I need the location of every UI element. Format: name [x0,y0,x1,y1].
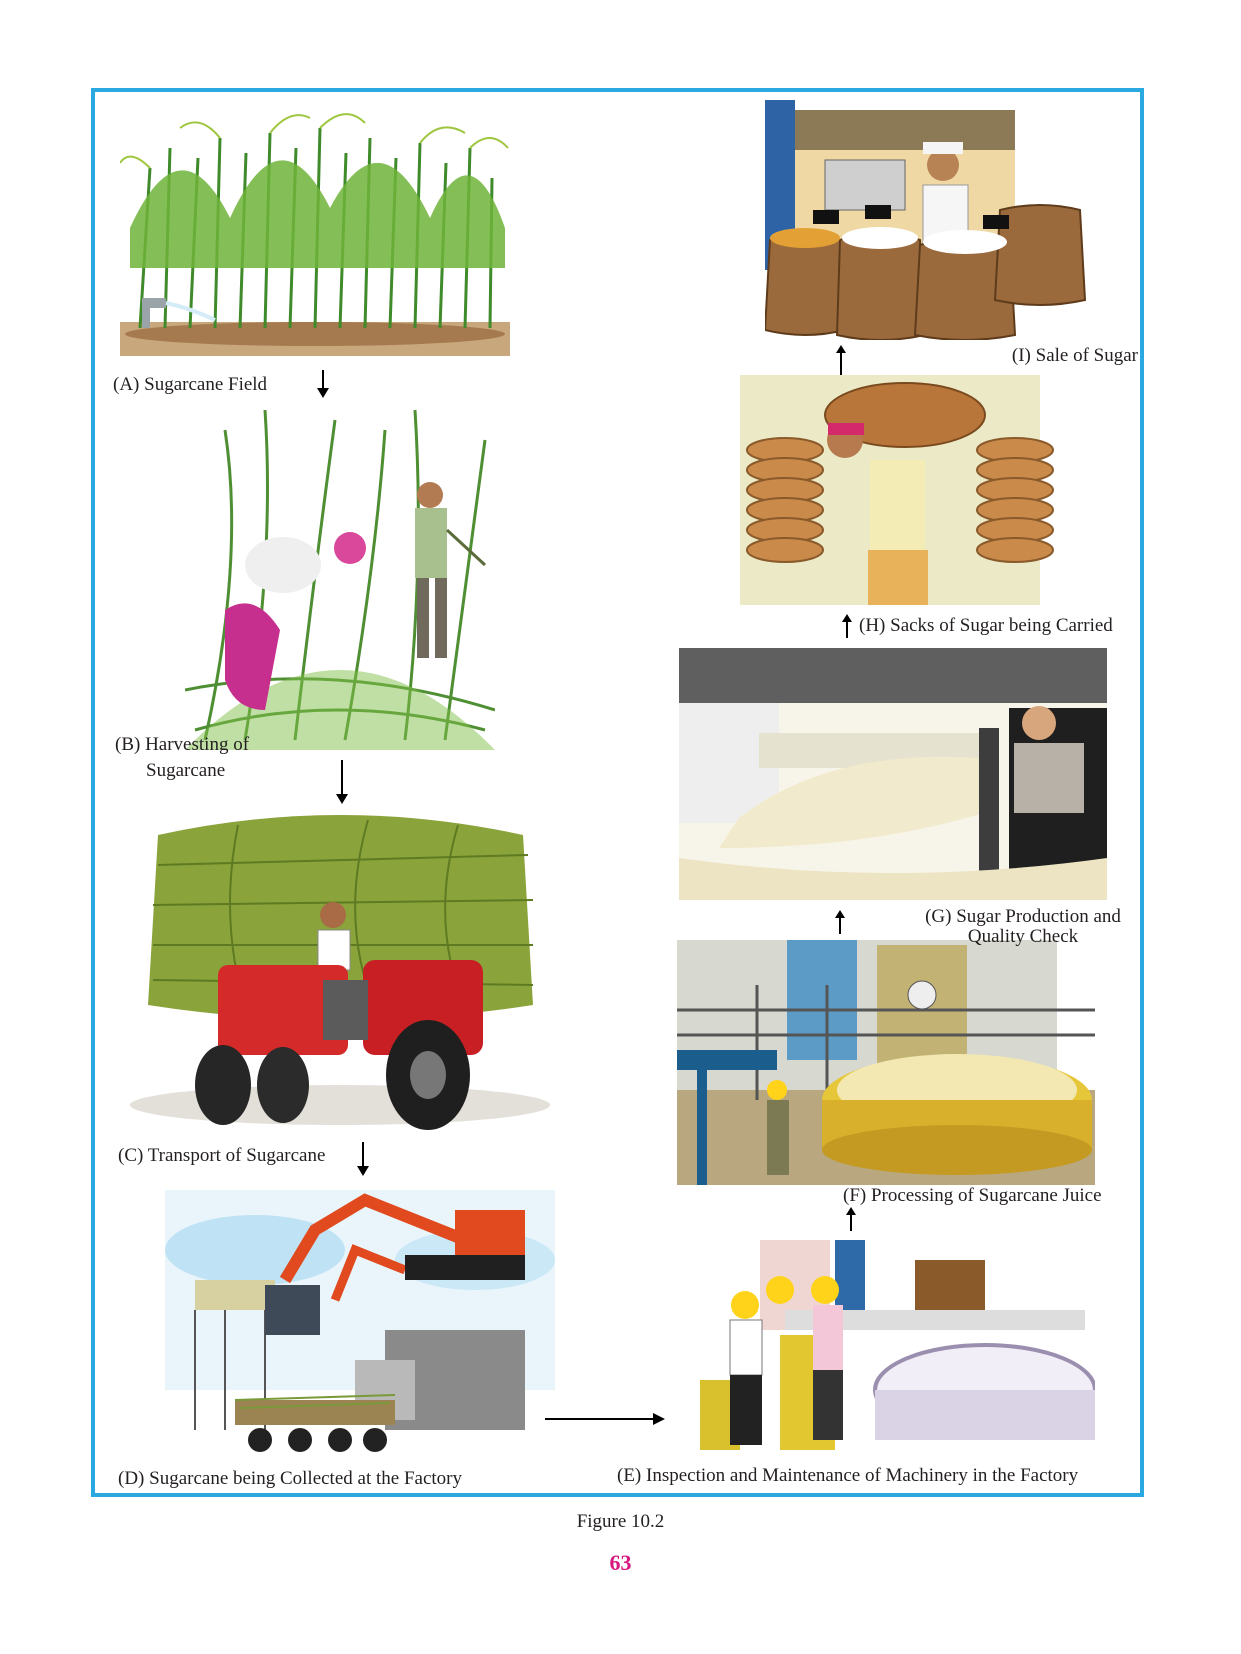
caption-a: (A) Sugarcane Field [113,374,268,395]
caption-g-line1: (G) Sugar Production and [925,906,1121,927]
caption-e: (E) Inspection and Maintenance of Machin… [617,1465,1079,1486]
sugar-shop-illustration [765,100,1095,340]
caption-d: (D) Sugarcane being Collected at the Fac… [118,1468,462,1489]
arrow-up-icon [836,345,846,375]
caption-g-line2: Quality Check [967,926,1079,947]
arrow-up-icon [846,1207,856,1231]
harvesting-illustration [185,410,495,750]
juice-processing-illustration [677,940,1095,1185]
arrow-up-icon [842,614,852,638]
sugar-production-illustration [679,648,1107,900]
caption-f: (F) Processing of Sugarcane Juice [843,1185,1102,1206]
figure-label: Figure 10.2 [576,1511,665,1532]
page-number: 63 [609,1550,632,1575]
caption-h: (H) Sacks of Sugar being Carried [859,615,1113,636]
arrow-down-icon [336,760,348,804]
tractor-transport-illustration [128,805,553,1135]
caption-c: (C) Transport of Sugarcane [118,1145,326,1166]
crane-loading-illustration [165,1190,555,1455]
arrow-down-icon [357,1142,369,1176]
arrow-down-icon [317,370,329,398]
sacks-carried-illustration [740,375,1070,605]
caption-b-line1: (B) Harvesting of [115,734,250,755]
caption-i: (I) Sale of Sugar [1011,345,1138,366]
sugarcane-field-illustration [120,108,510,356]
machinery-inspection-illustration [685,1230,1095,1460]
arrow-up-icon [835,910,845,934]
figure-frame [91,88,1144,1497]
arrow-right-icon [545,1413,665,1425]
caption-b-line2: Sugarcane [146,760,226,781]
